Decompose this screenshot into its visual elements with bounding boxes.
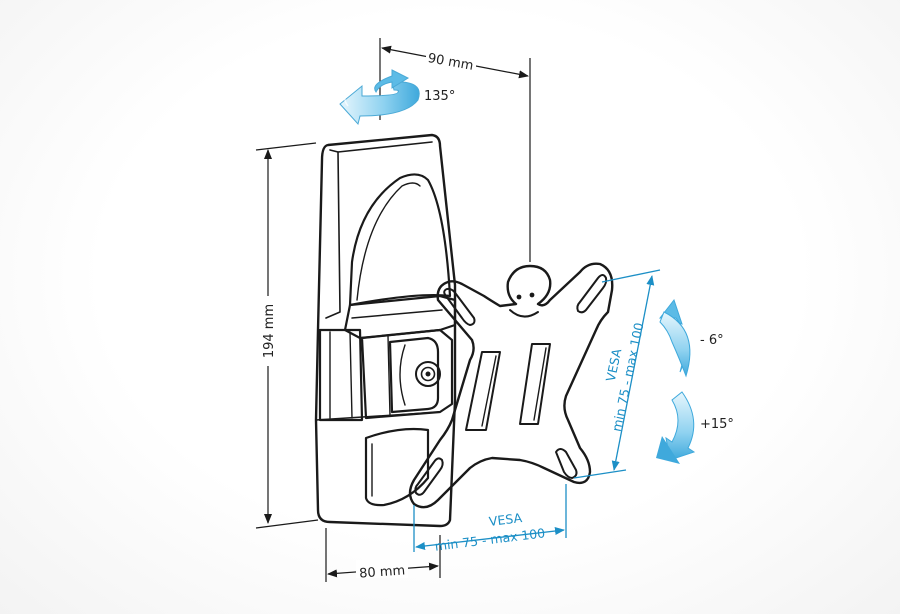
vesa-horizontal-line2: min 75 - max 100 bbox=[434, 525, 546, 553]
swivel-angle-label: 135° bbox=[424, 89, 455, 104]
tilt-down-label: +15° bbox=[700, 417, 734, 432]
dimension-height: 194 mm bbox=[255, 142, 319, 529]
wall-plate bbox=[314, 133, 457, 528]
vesa-vertical-line1: VESA bbox=[603, 347, 625, 383]
rotate-arrow-icon bbox=[339, 69, 420, 126]
dimension-height-label: 194 mm bbox=[262, 304, 277, 358]
dimension-width: 80 mm bbox=[325, 528, 441, 582]
tilt-arrow-icon bbox=[656, 298, 696, 464]
vesa-horizontal-line1: VESA bbox=[488, 510, 523, 529]
dimension-depth: 90 mm bbox=[379, 38, 531, 262]
swivel-arm bbox=[318, 294, 457, 422]
tilt-up-label: - 6° bbox=[700, 333, 724, 348]
dimension-width-label: 80 mm bbox=[359, 563, 406, 581]
smiley-face-icon bbox=[509, 292, 539, 318]
vesa-vertical-dimension: VESA min 75 - max 100 bbox=[573, 269, 661, 479]
vesa-plate bbox=[408, 262, 614, 509]
vesa-horizontal-dimension: VESA min 75 - max 100 bbox=[413, 484, 567, 554]
